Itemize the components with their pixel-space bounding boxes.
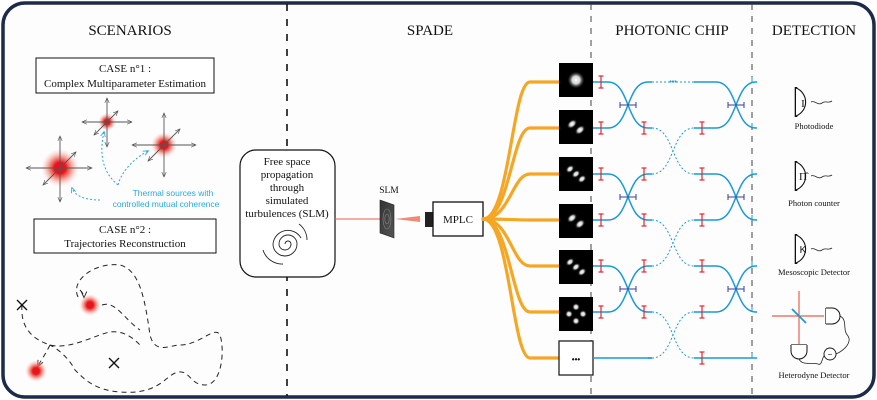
mode-image-1: [559, 63, 593, 97]
phase-shifter-in-3: [598, 167, 604, 181]
photodiode-label: Photodiode: [795, 121, 834, 131]
trajectory-paths: [21, 264, 223, 393]
phase-shifter-mid-right-7: [699, 351, 705, 365]
phase-shifter-mid-left-2: [641, 121, 647, 135]
thermal-source-medium: [132, 113, 196, 177]
phase-shifter-mid-right-4: [699, 213, 705, 227]
heterodyne-label: Heterodyne Detector: [778, 370, 849, 380]
subtractor-symbol: −: [828, 350, 833, 359]
phase-shifter-in-2: [598, 121, 604, 135]
phase-shifter-in-5: [598, 259, 604, 273]
trajectory-source-2: [25, 360, 47, 382]
phase-shifter-in-4: [598, 213, 604, 227]
mode-images: •••: [558, 63, 594, 376]
fiber-1: [481, 80, 561, 221]
turbulence-line-4: simulated: [266, 195, 309, 207]
fiber-7: [481, 217, 561, 360]
mplc-label: MPLC: [443, 214, 473, 226]
phase-shifter-mid-left-5: [641, 259, 647, 273]
turbulence-line-2: propagation: [261, 169, 314, 181]
phase-shifter-mid-right-2: [699, 121, 705, 135]
coherence-arrows: [72, 132, 148, 201]
crossing-b-1: [651, 127, 695, 175]
turbulence-line-5: turbulences (SLM): [245, 208, 329, 220]
left-coupler-1: [607, 81, 649, 129]
thermal-sources-label-line2: controlled mutual coherence: [113, 199, 220, 209]
phase-shifter-mid-right-6: [699, 305, 705, 319]
phase-shifter-mid-right-5: [699, 259, 705, 273]
photonic-circuit: [593, 75, 757, 365]
trajectory-start-marker-1: [16, 299, 28, 311]
heterodyne-detector: − Heterodyne Detector: [772, 291, 850, 380]
crossing-b-3: [651, 311, 695, 359]
thermal-sources-label-line1: Thermal sources with: [133, 188, 214, 198]
turbulence-spiral-icon: [262, 223, 308, 265]
slm-icon: [379, 199, 395, 239]
more-modes-box: •••: [558, 340, 594, 376]
trajectory-start-marker-2: [108, 357, 120, 369]
mplc-box: MPLC: [425, 201, 484, 237]
left-coupler-2: [607, 173, 649, 221]
mode-image-3: [559, 157, 593, 191]
case2-box: CASE n°2 : Trajectories Reconstruction: [33, 218, 217, 254]
mode-image-4: [559, 204, 593, 238]
thermal-source-large: [26, 136, 92, 202]
photon-counter-label: Photon counter: [788, 198, 840, 208]
more-modes-label: •••: [572, 355, 581, 364]
fiber-2: [481, 126, 561, 221]
mesoscopic-symbol: K: [800, 245, 807, 256]
right-coupler-1: [715, 81, 757, 129]
phase-shifter-mid-left-3: [641, 167, 647, 181]
turbulence-line-3: through: [270, 182, 305, 194]
fiber-3: [481, 172, 561, 221]
case1-subtitle: Complex Multiparameter Estimation: [44, 78, 206, 90]
section-title-scenarios: SCENARIOS: [88, 23, 171, 39]
phase-shifter-mid-left-4: [641, 213, 647, 227]
case1-title: CASE n°1 :: [99, 63, 151, 75]
trajectory-source-1: [79, 294, 101, 316]
fiber-4: [481, 217, 561, 222]
mode-image-2: [559, 110, 593, 144]
laser-beam-to-mplc: [395, 216, 420, 222]
case1-box: CASE n°1 : Complex Multiparameter Estima…: [35, 57, 215, 94]
chip-ellipsis: •••: [669, 79, 677, 86]
right-coupler-2: [715, 173, 757, 221]
slm-label: SLM: [379, 186, 399, 196]
mode-image-5: [559, 250, 593, 284]
phase-shifter-mid-right-3: [699, 167, 705, 181]
photon-counter-detector: Π̂ Photon counter: [788, 161, 840, 208]
turbulence-line-1: Free space: [264, 156, 311, 168]
beam-splitter-icon: [791, 308, 807, 324]
right-coupler-3: [715, 265, 757, 313]
section-title-photonic-chip: PHOTONIC CHIP: [615, 23, 729, 39]
left-coupler-3: [607, 265, 649, 313]
phase-shifter-in-1: [598, 75, 604, 89]
photodiode-detector: I Photodiode: [795, 87, 834, 131]
thermal-source-small: [82, 98, 132, 147]
fiber-bundle: [481, 80, 561, 360]
photon-counter-symbol: Π̂: [799, 171, 809, 183]
subtractor-icon: [823, 347, 837, 361]
mesoscopic-label: Mesoscopic Detector: [778, 267, 850, 277]
mesoscopic-detector: K Mesoscopic Detector: [778, 234, 850, 277]
case2-subtitle: Trajectories Reconstruction: [64, 238, 186, 250]
case2-title: CASE n°2 :: [99, 224, 151, 236]
phase-shifter-in-6: [598, 305, 604, 319]
mode-image-6: [559, 297, 593, 331]
phase-shifter-mid-left-6: [641, 305, 647, 319]
section-title-spade: SPADE: [407, 23, 453, 39]
section-title-detection: DETECTION: [772, 23, 856, 39]
turbulence-box: Free space propagation through simulated…: [239, 149, 336, 278]
crossing-b-2: [651, 219, 695, 267]
photodiode-symbol: I: [801, 98, 805, 110]
